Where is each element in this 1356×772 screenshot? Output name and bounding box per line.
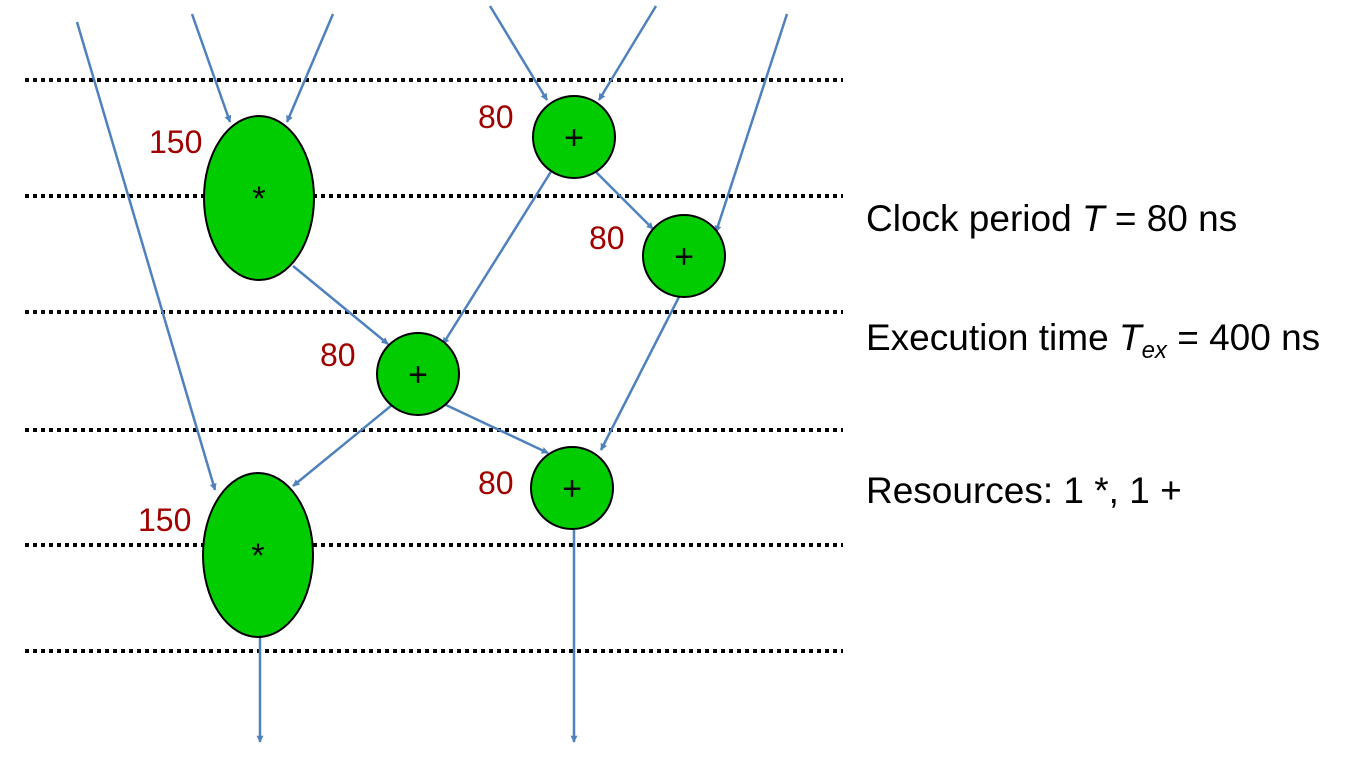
execution-time-caption: Execution time Tex = 400 ns	[866, 317, 1321, 363]
add-node-4	[530, 446, 614, 530]
exec-subscript: ex	[1141, 337, 1167, 364]
input-edge	[190, 13, 232, 123]
delay-label: 150	[138, 502, 191, 538]
delay-label: 150	[149, 124, 202, 160]
add-symbol: +	[408, 356, 428, 394]
clock-suffix: = 80 ns	[1104, 198, 1238, 239]
clock-period-caption: Clock period T = 80 ns	[866, 200, 1237, 237]
operator-symbols: * + + + * +	[251, 119, 694, 575]
edge-add3-add4	[445, 403, 549, 455]
input-edge	[597, 5, 658, 101]
delay-label: 80	[589, 220, 625, 256]
input-edge	[488, 5, 549, 101]
mul-symbol: *	[251, 537, 264, 575]
input-edge	[714, 13, 789, 233]
delay-label: 80	[320, 337, 356, 373]
add-node-3	[376, 332, 460, 416]
edge-add1-add2	[595, 171, 654, 230]
add-node-1	[532, 95, 616, 179]
input-edge	[75, 21, 217, 491]
exec-var: T	[1118, 317, 1142, 358]
edge-add3-mul2	[292, 404, 393, 487]
edge-add1-add3	[441, 169, 554, 345]
add-symbol: +	[564, 119, 584, 157]
edge-mul1-add3	[292, 265, 389, 345]
dataflow-edges	[75, 5, 789, 743]
clock-var: T	[1081, 198, 1105, 239]
add-symbol: +	[674, 238, 694, 276]
input-edge	[285, 13, 335, 123]
clock-prefix: Clock period	[866, 198, 1082, 239]
resources-caption: Resources: 1 *, 1 +	[866, 472, 1182, 509]
add-symbol: +	[562, 470, 582, 508]
mul-node-1	[203, 115, 315, 281]
exec-prefix: Execution time	[866, 317, 1119, 358]
add-node-2	[642, 214, 726, 298]
delay-label: 80	[478, 465, 514, 501]
delay-labels: 150 80 80 80 150 80	[138, 99, 625, 538]
delay-label: 80	[478, 99, 514, 135]
resources-text: Resources: 1 *, 1 +	[866, 470, 1182, 511]
exec-suffix: = 400 ns	[1166, 317, 1321, 358]
edge-add2-add4	[599, 294, 682, 451]
operation-nodes	[202, 95, 726, 638]
mul-node-2	[202, 472, 314, 638]
mul-symbol: *	[252, 180, 265, 218]
